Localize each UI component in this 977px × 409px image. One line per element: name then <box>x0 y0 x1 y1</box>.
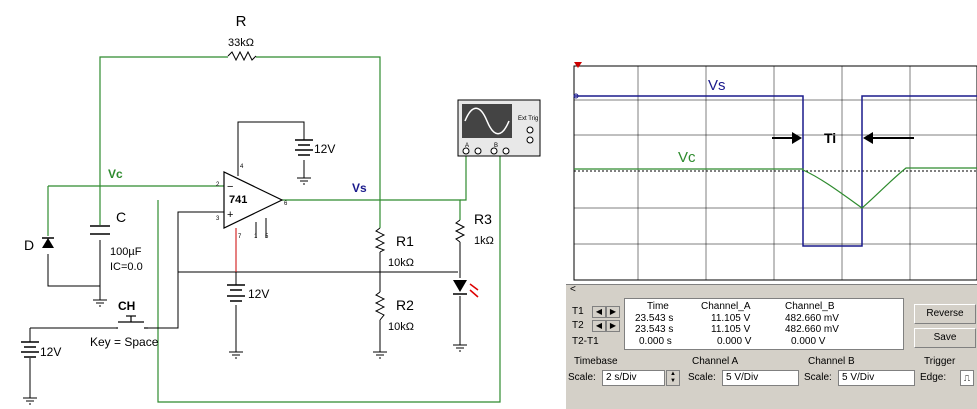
scope-a: A <box>465 143 469 149</box>
trigger-group-label: Trigger <box>924 356 956 367</box>
oscilloscope-icon[interactable] <box>457 99 541 157</box>
scope-ext-trig: Ext Trig <box>518 116 538 122</box>
r2-value: 10kΩ <box>388 321 414 333</box>
ti-left-arrow-icon <box>772 132 802 144</box>
pin-6: 6 <box>284 201 288 207</box>
oscilloscope-panel: Vs Vc Ti < T1 T2 T2-T1 ◀ ▶ ◀ ▶ Time Chan… <box>566 58 977 409</box>
t1-label: T1 <box>572 306 584 317</box>
channel-b-group-label: Channel B <box>808 356 855 367</box>
delta-channel-a: 0.000 V <box>717 336 752 347</box>
col-channel-a: Channel_A <box>701 301 751 312</box>
c-name: C <box>116 209 126 225</box>
switch-name: CH <box>118 299 135 313</box>
channel-a-scale-label: Scale: <box>688 372 716 383</box>
timebase-label: Timebase <box>574 356 618 367</box>
t2-time: 23.543 s <box>635 324 674 335</box>
trigger-edge-label: Edge: <box>920 372 947 383</box>
channel-a-scale-field[interactable]: 5 V/Div <box>722 370 799 386</box>
r3-name: R3 <box>474 211 492 227</box>
d-name: D <box>24 237 34 253</box>
channel-b-scale-field[interactable]: 5 V/Div <box>838 370 915 386</box>
channel-a-group-label: Channel A <box>692 356 739 367</box>
pin-3: 3 <box>216 216 220 222</box>
col-time: Time <box>647 301 669 312</box>
horizontal-scrollbar[interactable]: < <box>566 284 977 297</box>
save-button[interactable]: Save <box>914 328 976 348</box>
channel-b-scale-label: Scale: <box>804 372 832 383</box>
opamp-name: 741 <box>229 194 247 206</box>
ti-label: Ti <box>824 130 836 146</box>
capacitor-c[interactable] <box>90 225 110 235</box>
trigger-marker[interactable] <box>574 62 582 68</box>
c-ic: IC=0.0 <box>110 261 143 273</box>
opamp-pin-stubs <box>237 164 267 238</box>
timebase-scale-label: Scale: <box>568 372 596 383</box>
supply-left-label: 12V <box>40 345 61 359</box>
scope-screen: Vs Vc Ti <box>566 58 977 284</box>
pin-5: 5 <box>265 234 269 240</box>
delta-channel-b: 0.000 V <box>791 336 826 347</box>
switch-ch[interactable] <box>116 315 148 329</box>
c-value: 100µF <box>110 246 142 258</box>
t1-right-arrow-icon[interactable]: ▶ <box>606 306 620 318</box>
circuit-schematic: R 33kΩ Vc Vs C 100µF <box>21 13 541 405</box>
switch-key: Key = Space <box>90 335 159 349</box>
scope-grid-frame <box>573 65 977 281</box>
ti-right-arrow-icon <box>863 132 914 144</box>
green-wires <box>47 56 501 403</box>
t2-channel-a: 11.105 V <box>711 324 751 335</box>
t1-time: 23.543 s <box>635 313 674 324</box>
t1-channel-b: 482.660 mV <box>785 313 839 324</box>
t2-left-arrow-icon[interactable]: ◀ <box>592 320 606 332</box>
measurement-table: Time Channel_A Channel_B 23.543 s 11.105… <box>624 298 904 350</box>
t1-channel-a: 11.105 V <box>711 313 751 324</box>
battery-top[interactable] <box>295 139 313 156</box>
pin-2: 2 <box>216 182 220 188</box>
rising-edge-icon[interactable]: ⎍ <box>960 370 974 386</box>
pin-7: 7 <box>238 234 242 240</box>
diode-d[interactable] <box>42 237 54 248</box>
resistor-r1[interactable] <box>374 227 386 253</box>
scope-vs-label: Vs <box>708 77 726 94</box>
black-wires <box>29 121 461 398</box>
t2t1-label: T2-T1 <box>572 336 599 347</box>
timebase-spinner-icon[interactable]: ▲▼ <box>666 370 680 386</box>
scope-b: B <box>494 143 498 149</box>
battery-bottom[interactable] <box>227 284 245 302</box>
t2-label: T2 <box>572 320 584 331</box>
vc-node-label: Vc <box>108 167 123 181</box>
vc-trace <box>574 167 977 209</box>
resistor-r3[interactable] <box>454 219 466 243</box>
vs-trace <box>574 95 977 247</box>
vs-node-label: Vs <box>352 181 367 195</box>
t2-channel-b: 482.660 mV <box>785 324 839 335</box>
r1-value: 10kΩ <box>388 257 414 269</box>
opamp-plus: + <box>227 209 233 221</box>
r3-value: 1kΩ <box>474 235 494 247</box>
r-name: R <box>236 13 247 30</box>
delta-time: 0.000 s <box>639 336 672 347</box>
t1-left-arrow-icon[interactable]: ◀ <box>592 306 606 318</box>
led-icon[interactable] <box>453 280 479 298</box>
r-value: 33kΩ <box>228 37 254 49</box>
opamp-741[interactable] <box>223 171 284 229</box>
scope-vc-label: Vc <box>678 149 696 166</box>
resistor-r2[interactable] <box>374 291 386 321</box>
reverse-button[interactable]: Reverse <box>914 304 976 324</box>
scope-grid <box>574 66 977 280</box>
supply-bottom-label: 12V <box>248 287 269 301</box>
timebase-scale-field[interactable]: 2 s/Div <box>602 370 665 386</box>
ground-icon <box>23 177 467 405</box>
supply-top-label: 12V <box>314 142 335 156</box>
opamp-minus: − <box>227 181 233 193</box>
t2-right-arrow-icon[interactable]: ▶ <box>606 320 620 332</box>
pin-4: 4 <box>240 164 244 170</box>
r2-name: R2 <box>396 297 414 313</box>
col-channel-b: Channel_B <box>785 301 835 312</box>
scroll-left-icon[interactable]: < <box>570 284 576 295</box>
r1-name: R1 <box>396 233 414 249</box>
feedback-resistor[interactable] <box>227 50 257 62</box>
battery-left[interactable] <box>21 341 39 358</box>
